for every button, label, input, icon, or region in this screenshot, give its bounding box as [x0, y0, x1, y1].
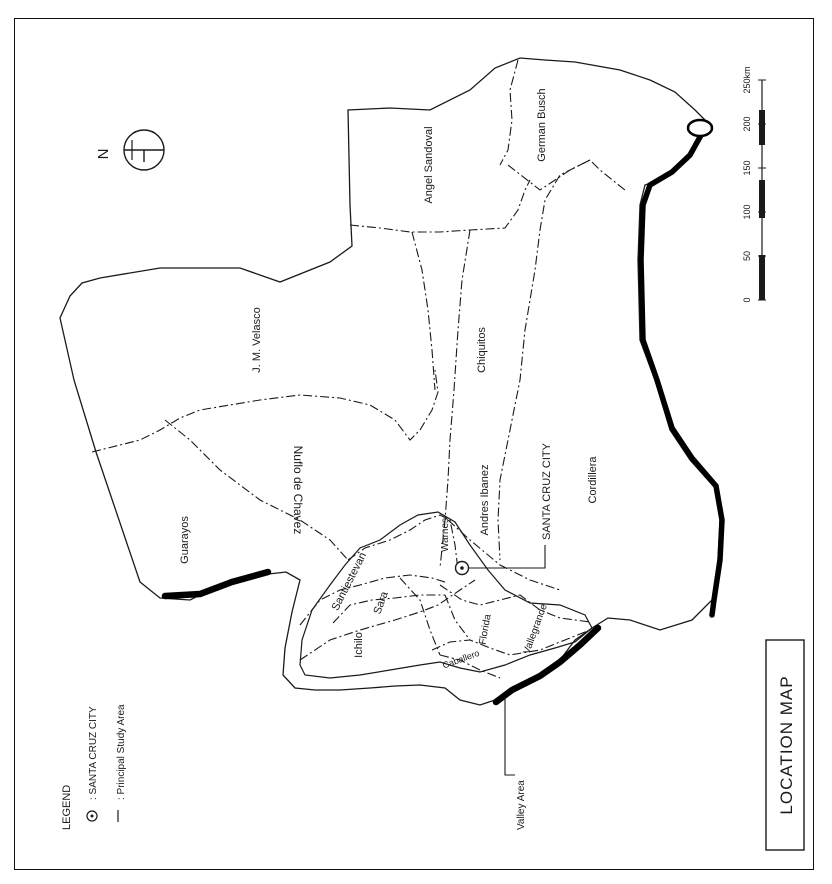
north-arrow: N: [95, 129, 165, 171]
province-label-andres-ibanez: Andres Ibanez: [479, 465, 491, 536]
scale-tick-label: 150: [742, 160, 752, 175]
map-frame: [14, 18, 814, 870]
department-outline: [59, 57, 721, 706]
legend-title: LEGEND: [61, 785, 73, 830]
province-label-chiquitos: Chiquitos: [476, 327, 488, 373]
city-marker-dot: [460, 566, 464, 570]
east-border-thick: [638, 125, 725, 618]
scale-bar: 0 50 100 150 200 250km: [742, 66, 766, 303]
province-label-guarayos: Guarayos: [179, 516, 191, 564]
province-label-ichilo: Ichilo: [353, 632, 365, 658]
province-label-jm-velasco: J. M. Velasco: [251, 307, 263, 372]
legend-item-study-area: : Principal Study Area: [116, 704, 127, 800]
province-label-warnes: Warnes: [440, 518, 451, 552]
lake-icon: [686, 118, 714, 138]
principal-study-area: [299, 511, 593, 679]
scale-tick-label: 100: [742, 204, 752, 219]
legend: LEGEND : SANTA CRUZ CITY : Principal Stu…: [61, 704, 127, 830]
location-map-title: LOCATION MAP: [777, 675, 796, 814]
city-callout-label: SANTA CRUZ CITY: [541, 442, 553, 540]
scale-tick-label: 0: [742, 297, 752, 302]
scale-tick-label: 250km: [742, 66, 752, 93]
province-label-florida: Florida: [477, 613, 493, 645]
west-border-thick: [161, 568, 272, 600]
province-label-german-busch: German Busch: [536, 88, 548, 161]
scale-tick-label: 50: [742, 251, 752, 261]
province-label-angel-sandoval: Angel Sandoval: [423, 126, 435, 203]
province-label-cordillera: Cordillera: [587, 456, 599, 504]
south-border-thick: [492, 624, 602, 706]
legend-item-city: : SANTA CRUZ CITY: [88, 706, 99, 800]
city-point-icon: [86, 810, 98, 822]
title-box: LOCATION MAP: [765, 639, 805, 851]
province-label-nuflo-de-chavez: Nuflo de Chavez: [291, 446, 305, 535]
north-label: N: [95, 149, 112, 160]
valley-callout-label: Valley Area: [516, 780, 527, 830]
province-label-sara: Sara: [372, 589, 392, 616]
valley-callout-leader: [504, 698, 515, 776]
city-callout-leader: [468, 545, 546, 569]
scale-tick-label: 200: [742, 116, 752, 131]
